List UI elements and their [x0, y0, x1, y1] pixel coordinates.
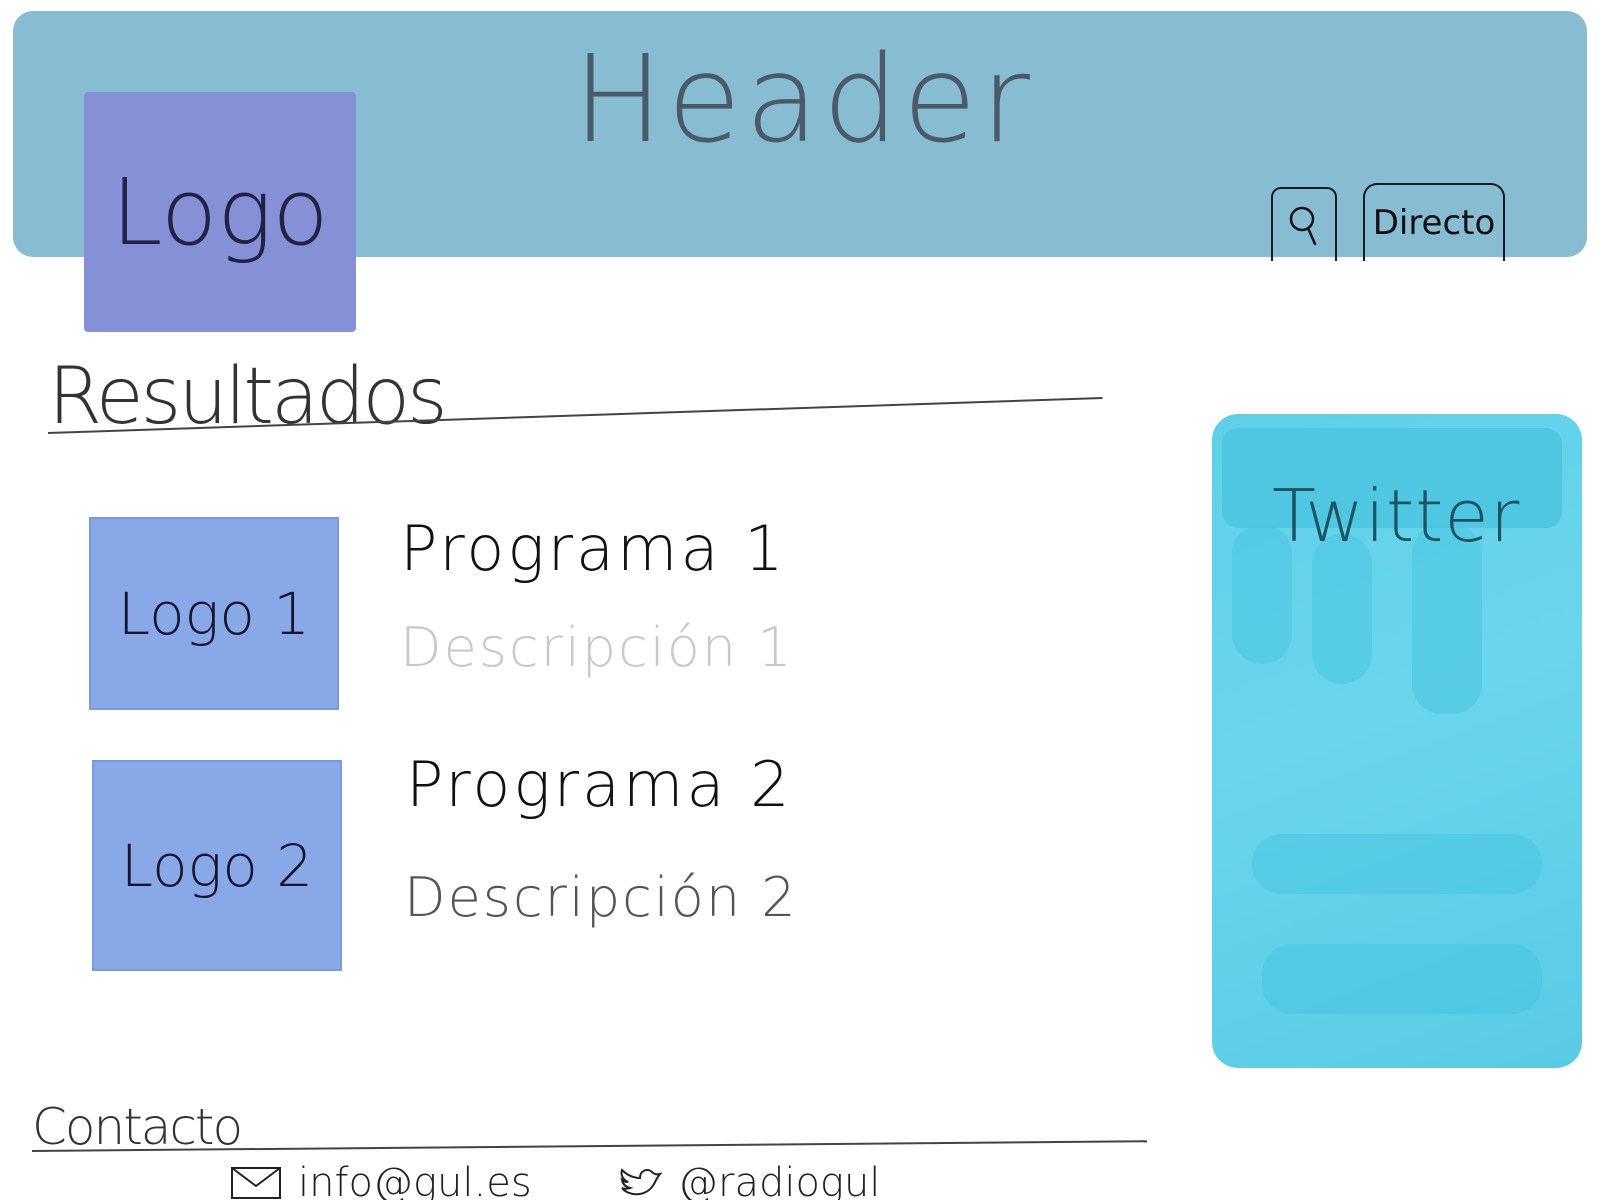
- twitter-widget-shade: [1262, 944, 1542, 1014]
- program-logo-2[interactable]: Logo 2: [92, 760, 342, 971]
- live-button[interactable]: Directo: [1363, 183, 1505, 261]
- twitter-widget-shade: [1412, 524, 1482, 714]
- mail-icon: [231, 1167, 281, 1199]
- contact-twitter-handle: @radiogul: [678, 1160, 881, 1200]
- contact-email-text: info@gul.es: [298, 1160, 532, 1200]
- twitter-bird-icon: [620, 1168, 662, 1196]
- header-title: Header: [573, 31, 1034, 170]
- contact-title: Contacto: [32, 1098, 243, 1156]
- site-logo[interactable]: Logo: [84, 92, 356, 332]
- twitter-widget-title: Twitter: [1272, 474, 1521, 558]
- twitter-widget-header: [1222, 428, 1562, 528]
- search-icon: [1289, 206, 1317, 246]
- program-name-2[interactable]: Programa 2: [406, 748, 793, 821]
- contact-twitter[interactable]: @radiogul: [618, 1160, 880, 1200]
- program-name-1[interactable]: Programa 1: [400, 512, 787, 585]
- search-button[interactable]: [1271, 187, 1337, 261]
- twitter-widget[interactable]: Twitter: [1212, 414, 1582, 1068]
- contact-email[interactable]: info@gul.es: [230, 1160, 532, 1200]
- program-logo-1[interactable]: Logo 1: [89, 517, 339, 710]
- twitter-widget-shade: [1312, 534, 1372, 684]
- program-description-1: Descripción 1: [400, 616, 794, 679]
- program-description-2: Descripción 2: [404, 866, 798, 929]
- twitter-widget-shade: [1232, 524, 1292, 664]
- twitter-widget-shade: [1252, 834, 1542, 894]
- results-title: Resultados: [48, 352, 448, 442]
